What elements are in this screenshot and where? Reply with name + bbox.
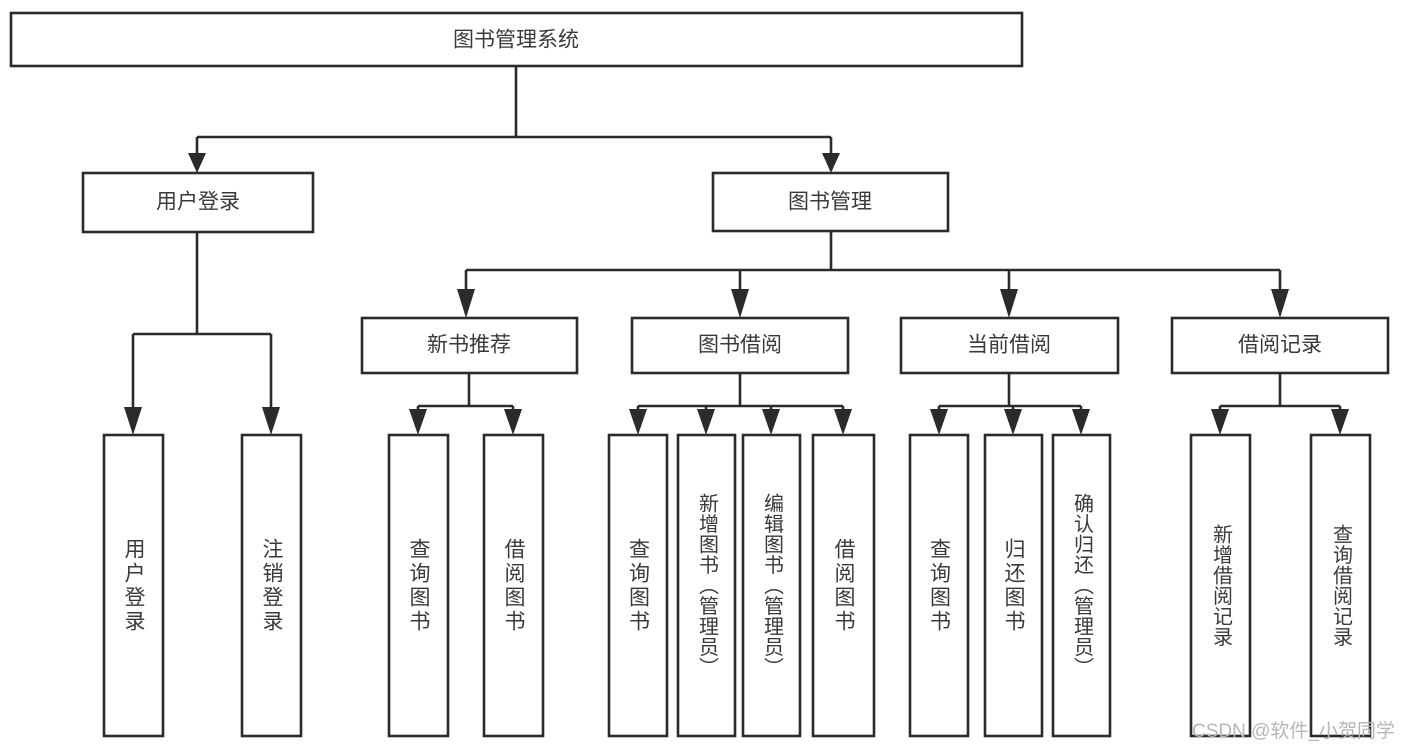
node-leaf-add-record-rect[interactable] [1189,433,1252,738]
node-leaf-query-book-1-rect[interactable] [387,433,450,738]
node-current-borrow-rect[interactable] [899,316,1120,375]
arrow-to-leaf-query-book-3 [930,409,948,435]
arrow-to-current-borrow [1000,289,1018,318]
node-leaf-borrow-book-1-rect[interactable] [482,433,545,738]
arrow-to-leaf-user-login [124,407,142,435]
node-leaf-user-logout-rect[interactable] [240,433,303,738]
node-leaf-query-book-2-rect[interactable] [607,433,669,738]
node-borrow-record-label: 借阅记录 [1238,334,1322,357]
node-user-login-rect[interactable] [81,171,315,234]
node-root-rect[interactable] [9,11,1024,68]
arrow-to-book-manage [822,153,840,173]
node-leaf-query-record-rect[interactable] [1309,433,1372,738]
arrow-to-leaf-borrow-book-2 [834,409,852,435]
arrow-to-leaf-query-book-2 [629,409,647,435]
node-leaf-edit-book-rect[interactable] [741,433,802,738]
arrow-to-leaf-borrow-book-1 [504,409,522,435]
arrow-to-leaf-user-logout [262,407,280,435]
node-root-label: 图书管理系统 [453,29,579,52]
node-book-borrow[interactable]: 图书借阅 [630,316,850,375]
arrow-to-leaf-edit-book [762,409,780,435]
node-leaf-return-book-rect[interactable] [983,433,1044,738]
node-root[interactable]: 图书管理系统 [9,11,1024,68]
connector-current-borrow-to-leaves [930,373,1090,435]
node-leaf-query-book-3-rect[interactable] [908,433,970,738]
arrow-to-leaf-query-book-1 [409,409,427,435]
node-book-borrow-label: 图书借阅 [698,334,782,357]
arrow-to-leaf-confirm-return [1072,409,1090,435]
node-borrow-record[interactable]: 借阅记录 [1170,316,1390,375]
arrow-to-leaf-add-record [1211,409,1229,435]
node-user-login[interactable]: 用户登录 [81,171,315,234]
node-book-manage-label: 图书管理 [788,191,872,214]
arrow-to-book-borrow [731,289,749,318]
arrow-to-new-book-recommend [457,289,475,318]
arrow-to-leaf-query-record [1331,409,1349,435]
node-leaf-user-login-rect[interactable] [102,433,165,738]
node-leaf-confirm-return-rect[interactable] [1051,433,1112,738]
node-book-borrow-rect[interactable] [630,316,850,375]
node-current-borrow-label: 当前借阅 [967,334,1051,357]
node-book-manage-rect[interactable] [711,171,950,233]
node-borrow-record-rect[interactable] [1170,316,1390,375]
node-leaf-borrow-book-2-rect[interactable] [811,433,876,738]
connector-root-to-level1 [188,66,840,173]
arrow-to-borrow-record [1271,289,1289,318]
node-new-book-recommend-label: 新书推荐 [427,334,511,357]
connector-user-login-to-leaves [124,232,280,435]
node-book-manage[interactable]: 图书管理 [711,171,950,233]
node-new-book-recommend[interactable]: 新书推荐 [360,316,579,375]
connector-new-book-recommend-to-leaves [409,373,522,435]
connector-book-manage-to-level2 [457,231,1289,318]
node-user-login-label: 用户登录 [156,191,240,214]
connector-borrow-record-to-leaves [1211,373,1349,435]
arrow-to-leaf-return-book [1004,409,1022,435]
arrow-to-user-login [188,153,206,173]
arrow-to-leaf-add-book [697,409,715,435]
watermark-text: CSDN @软件_小贺同学 [1192,721,1395,742]
connector-book-borrow-to-leaves [629,373,852,435]
node-new-book-recommend-rect[interactable] [360,316,579,375]
node-leaf-add-book-rect[interactable] [676,433,737,738]
node-current-borrow[interactable]: 当前借阅 [899,316,1120,375]
